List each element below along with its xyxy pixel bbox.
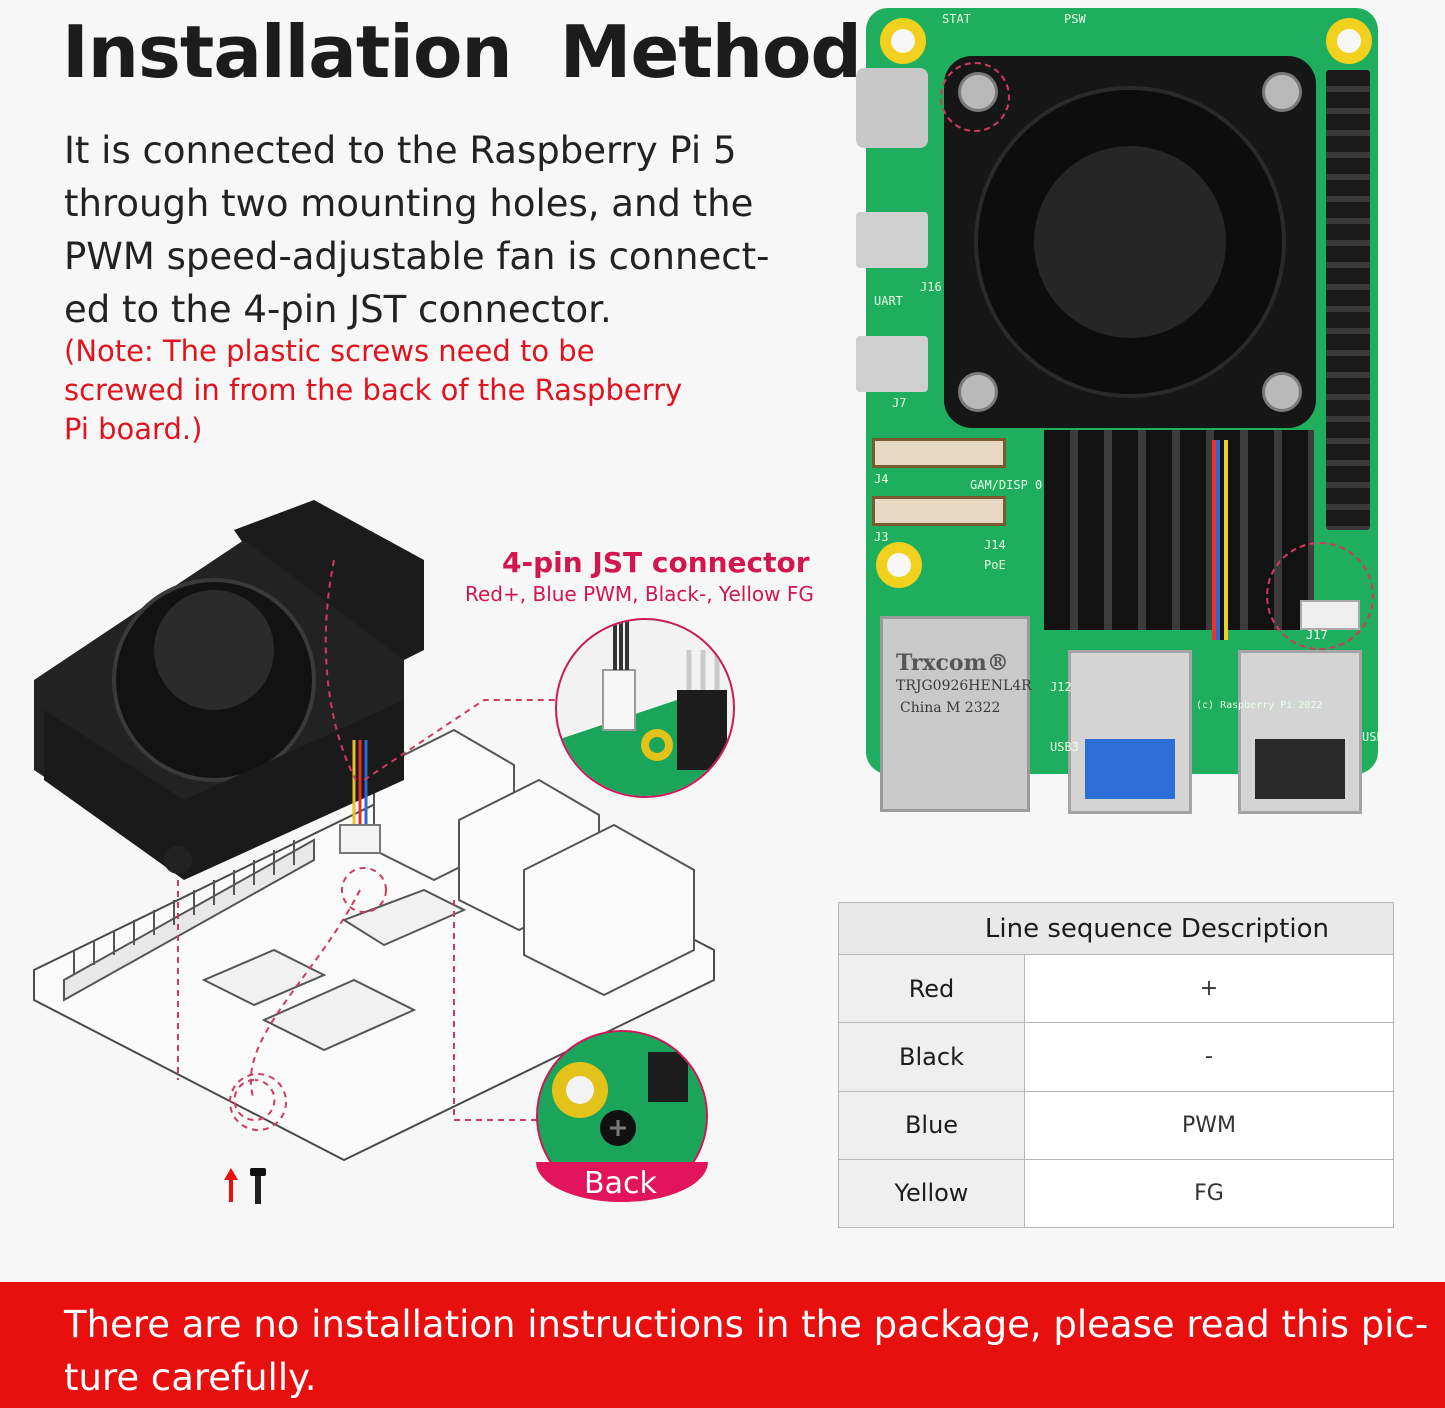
ethernet-origin: China M 2322 xyxy=(900,700,1001,716)
ribbon-connector xyxy=(872,496,1006,526)
chip xyxy=(201,948,327,1007)
assembly-diagram xyxy=(33,500,715,1162)
note-line: Pi board.) xyxy=(64,412,203,446)
guide-lines xyxy=(177,559,559,1131)
connector-subtitle: Red+, Blue PWM, Black-, Yellow FG xyxy=(465,582,814,606)
ribbon-connector xyxy=(872,438,1006,468)
note-line: screwed in from the back of the Raspberr… xyxy=(64,373,683,407)
wire-color: Black xyxy=(838,1022,1025,1092)
description-line: PWM speed-adjustable fan is connect- xyxy=(64,235,770,278)
screw-icon xyxy=(1262,72,1302,112)
chip xyxy=(341,888,467,947)
mounting-hole xyxy=(1326,18,1372,64)
wire-function: FG xyxy=(1024,1158,1394,1229)
wire-function: - xyxy=(1024,1022,1394,1092)
table-header: Line sequence Description xyxy=(838,902,1394,955)
wire-color: Red xyxy=(838,953,1025,1024)
table-row: Blue PWM xyxy=(838,1090,1394,1160)
fan-blades xyxy=(974,86,1286,398)
table-row: Black - xyxy=(838,1022,1394,1092)
fan-wire xyxy=(1212,440,1228,640)
wire-function: + xyxy=(1024,953,1394,1024)
silk-label: J12 xyxy=(1050,680,1072,694)
silk-label: PoE xyxy=(984,558,1006,572)
mounting-hole xyxy=(880,18,926,64)
warning-line: There are no installation instructions i… xyxy=(64,1303,1429,1346)
chip xyxy=(261,978,417,1052)
connector-zoom-view xyxy=(555,618,735,798)
gpio-header xyxy=(1326,70,1370,530)
wire-function: PWM xyxy=(1024,1090,1394,1160)
micro-hdmi-port xyxy=(856,212,928,268)
back-label: Back xyxy=(584,1166,657,1201)
jst-plug xyxy=(339,824,381,854)
ethernet-brand: Trxcom® xyxy=(896,650,1009,676)
wire-color: Yellow xyxy=(838,1158,1025,1229)
fan-hub xyxy=(154,590,274,710)
arrow-up-icon xyxy=(224,1168,238,1202)
description-line: through two mounting holes, and the xyxy=(64,182,754,225)
connector-highlight xyxy=(1266,542,1374,650)
usb3-port xyxy=(1068,650,1192,814)
connector-title: 4-pin JST connector xyxy=(502,546,810,579)
description: It is connected to the Raspberry Pi 5 th… xyxy=(64,124,784,336)
screw-icon xyxy=(1262,372,1302,412)
silk-label: STAT xyxy=(942,12,971,26)
silk-label: UART xyxy=(874,294,903,308)
micro-hdmi-port xyxy=(856,336,928,392)
usb-c-port xyxy=(856,68,928,148)
mount-tab xyxy=(164,846,192,874)
mounting-hole xyxy=(876,542,922,588)
note-line: (Note: The plastic screws need to be xyxy=(64,334,595,368)
ethernet-port xyxy=(880,616,1030,812)
line-sequence-table: Line sequence Description Red + Black - … xyxy=(838,902,1394,1229)
page-title: Installation Method xyxy=(62,10,862,94)
hole-highlight xyxy=(940,62,1010,132)
silk-label: J14 xyxy=(984,538,1006,552)
warning-line: ture carefully. xyxy=(64,1356,317,1399)
silk-label: GAM/DISP 0 xyxy=(970,478,1043,492)
warning-text: There are no installation instructions i… xyxy=(64,1298,1429,1404)
gpio-pins xyxy=(63,838,315,1002)
silk-label: J3 xyxy=(874,530,889,544)
silk-label: (c) Raspberry Pi 2022 xyxy=(1196,700,1323,711)
ethernet-model: TRJG0926HENL4R xyxy=(896,678,1032,694)
fan-hub xyxy=(1034,146,1226,338)
silk-label: USB3 xyxy=(1050,740,1079,754)
fan-icon xyxy=(944,56,1316,428)
warning-banner xyxy=(0,1282,1445,1408)
table-row: Red + xyxy=(838,953,1394,1024)
silk-label: J4 xyxy=(874,472,889,486)
silk-label: PSW xyxy=(1064,12,1086,26)
usb2-port xyxy=(1238,650,1362,814)
silk-label: J7 xyxy=(892,396,907,410)
screw-icon xyxy=(250,1168,266,1204)
wire-color: Blue xyxy=(838,1090,1025,1160)
table-row: Yellow FG xyxy=(838,1158,1394,1229)
description-line: It is connected to the Raspberry Pi 5 xyxy=(64,129,737,172)
note: (Note: The plastic screws need to be scr… xyxy=(64,332,784,449)
silk-label: J17 xyxy=(1306,628,1328,642)
screw-icon xyxy=(958,372,998,412)
ethernet-drawing xyxy=(523,823,695,997)
heatsink-fins xyxy=(44,700,404,880)
description-line: ed to the 4-pin JST connector. xyxy=(64,288,612,331)
silk-label: J16 xyxy=(920,280,942,294)
silk-label: USB2 xyxy=(1362,730,1391,744)
